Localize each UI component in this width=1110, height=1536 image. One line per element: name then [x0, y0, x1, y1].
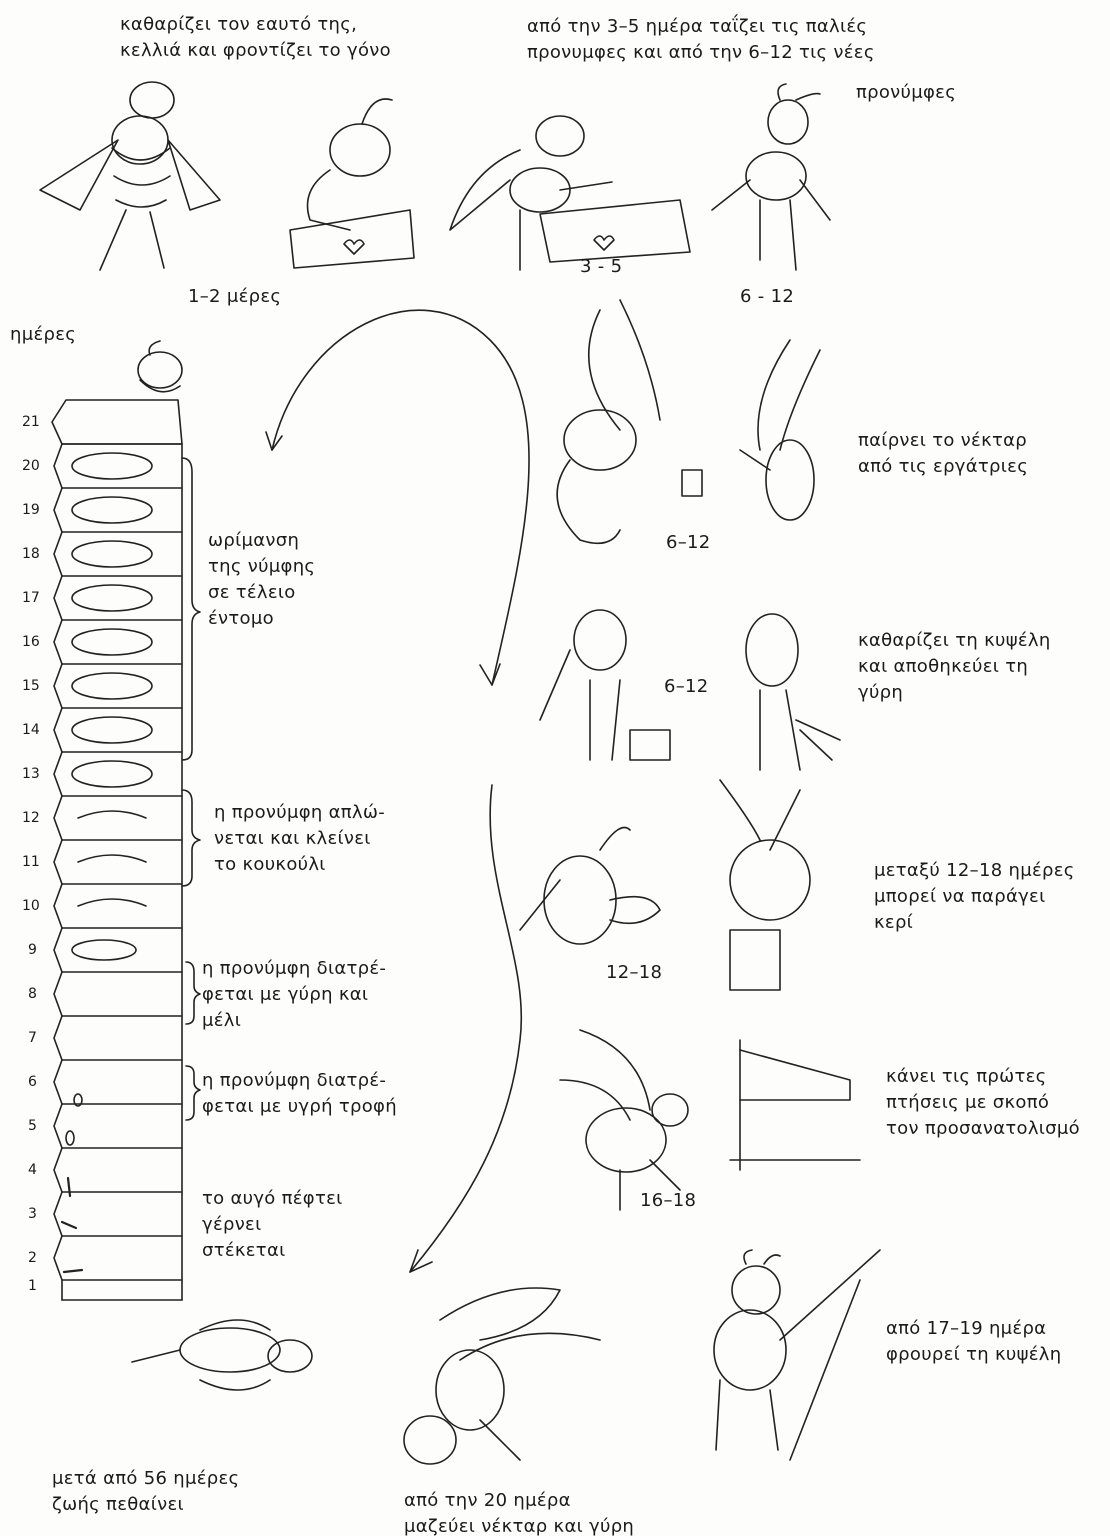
stage-feeding-days-young: 6 - 12 — [740, 284, 794, 310]
stage-flights-label: κάνει τις πρώτες πτήσεις με σκοπό τον πρ… — [886, 1064, 1080, 1142]
brood-cell-column — [52, 400, 182, 1300]
bee-producing-wax-illustration — [520, 780, 810, 990]
day-number: 3 — [28, 1206, 37, 1222]
text-line: από την 20 ημέρα — [404, 1488, 634, 1514]
stage-nectar-label: παίρνει το νέκταρ από τις εργάτριες — [858, 428, 1028, 480]
bee-guard-illustration — [714, 1250, 880, 1460]
text-line: στέκεται — [202, 1238, 343, 1264]
brood-pollen-honey-label: η προνύμφη διατρέ- φεται με γύρη και μέλ… — [202, 956, 386, 1034]
bee-orientation-flight-illustration — [560, 1030, 688, 1210]
text-line: μπορεί να παράγει — [874, 884, 1075, 910]
text-line: κερί — [874, 910, 1075, 936]
bee-cell-care-illustration — [290, 99, 414, 268]
stage-hive-clean-days: 6–12 — [664, 674, 709, 700]
day-number: 19 — [22, 502, 40, 518]
bee-young-larvae-illustration — [712, 84, 830, 270]
day-number: 17 — [22, 590, 40, 606]
bee-cleaning-illustration — [40, 82, 220, 270]
stage-death-label: μετά από 56 ημέρες ζωής πεθαίνει — [52, 1466, 239, 1518]
day-number: 21 — [22, 414, 40, 430]
day-number: 11 — [22, 854, 40, 870]
brood-cocoon-label: η προνύμφη απλώ- νεται και κλείνει το κο… — [214, 800, 385, 878]
stage-cleaning-label: καθαρίζει τον εαυτό της, κελλιά και φρον… — [120, 12, 391, 64]
text-line: φρουρεί τη κυψέλη — [886, 1342, 1061, 1368]
bee-receiving-nectar-illustration — [557, 300, 820, 543]
cycle-arrow-lower — [410, 785, 521, 1272]
stage-hive-clean-label: καθαρίζει τη κυψέλη και αποθηκεύει τη γύ… — [858, 628, 1051, 706]
text-line: από 17–19 ημέρα — [886, 1316, 1061, 1342]
text-line: προνυμφες και από την 6–12 τις νέες — [527, 40, 875, 66]
day-number: 8 — [28, 986, 37, 1002]
text-line: μέλι — [202, 1008, 386, 1034]
stage-feeding-label: από την 3–5 ημέρα ταΐζει τις παλιές προν… — [527, 14, 875, 66]
stage-guard-label: από 17–19 ημέρα φρουρεί τη κυψέλη — [886, 1316, 1061, 1368]
text-line: φεται με γύρη και — [202, 982, 386, 1008]
cell-axis-label: ημέρες — [10, 322, 76, 348]
day-number: 9 — [28, 942, 37, 958]
bee-feeding-larva-illustration — [450, 116, 690, 270]
stage-flights-days: 16–18 — [640, 1188, 696, 1214]
day-number: 7 — [28, 1030, 37, 1046]
text-line: ωρίμανση — [208, 528, 315, 554]
text-line: καθαρίζει τη κυψέλη — [858, 628, 1051, 654]
text-line: μεταξύ 12–18 ημέρες — [874, 858, 1075, 884]
text-line: από την 3–5 ημέρα ταΐζει τις παλιές — [527, 14, 875, 40]
stage-feeding-days-old: 3 - 5 — [580, 254, 622, 280]
text-line: γύρη — [858, 680, 1051, 706]
brood-maturation-label: ωρίμανση της νύμφης σε τέλειο έντομο — [208, 528, 315, 632]
text-line: από τις εργάτριες — [858, 454, 1028, 480]
day-number: 14 — [22, 722, 40, 738]
text-line: το κουκούλι — [214, 852, 385, 878]
text-line: της νύμφης — [208, 554, 315, 580]
text-line: και αποθηκεύει τη — [858, 654, 1051, 680]
text-line: μετά από 56 ημέρες — [52, 1466, 239, 1492]
day-number: 2 — [28, 1250, 37, 1266]
stage-nectar-days: 6–12 — [666, 530, 711, 556]
text-line: γέρνει — [202, 1212, 343, 1238]
day-number: 15 — [22, 678, 40, 694]
text-line: η προνύμφη διατρέ- — [202, 956, 386, 982]
stage-forage-label: από την 20 ημέρα μαζεύει νέκταρ και γύρη — [404, 1488, 634, 1536]
text-line: κάνει τις πρώτες — [886, 1064, 1080, 1090]
text-line: η προνύμφη διατρέ- — [202, 1068, 397, 1094]
brood-egg-label: το αυγό πέφτει γέρνει στέκεται — [202, 1186, 343, 1264]
text-line: σε τέλειο — [208, 580, 315, 606]
text-line: καθαρίζει τον εαυτό της, — [120, 12, 391, 38]
stage-cleaning-days: 1–2 μέρες — [188, 284, 281, 310]
stage-feeding-label-tail: προνύμφες — [856, 80, 956, 106]
stage-wax-label: μεταξύ 12–18 ημέρες μπορεί να παράγει κε… — [874, 858, 1075, 936]
day-number: 12 — [22, 810, 40, 826]
text-line: το αυγό πέφτει — [202, 1186, 343, 1212]
text-line: έντομο — [208, 606, 315, 632]
day-number: 16 — [22, 634, 40, 650]
hive-entrance-flag-illustration — [730, 1040, 860, 1170]
text-line: μαζεύει νέκταρ και γύρη — [404, 1514, 634, 1536]
text-line: κελλιά και φροντίζει το γόνο — [120, 38, 391, 64]
bee-foraging-illustration — [404, 1288, 600, 1464]
brood-royal-jelly-label: η προνύμφη διατρέ- φεται με υγρή τροφή — [202, 1068, 397, 1120]
day-number: 5 — [28, 1118, 37, 1134]
text-line: πτήσεις με σκοπό — [886, 1090, 1080, 1116]
text-line: ζωής πεθαίνει — [52, 1492, 239, 1518]
day-number: 6 — [28, 1074, 37, 1090]
day-number: 18 — [22, 546, 40, 562]
text-line: η προνύμφη απλώ- — [214, 800, 385, 826]
stage-wax-days: 12–18 — [606, 960, 662, 986]
day-number: 13 — [22, 766, 40, 782]
dead-bee-illustration — [132, 1320, 312, 1390]
text-line: νεται και κλείνει — [214, 826, 385, 852]
bee-emerging-illustration — [138, 341, 182, 392]
day-number: 1 — [28, 1278, 37, 1294]
day-number: 10 — [22, 898, 40, 914]
text-line: τον προσανατολισμό — [886, 1116, 1080, 1142]
day-number: 4 — [28, 1162, 37, 1178]
text-line: παίρνει το νέκταρ — [858, 428, 1028, 454]
text-line: φεται με υγρή τροφή — [202, 1094, 397, 1120]
day-number: 20 — [22, 458, 40, 474]
